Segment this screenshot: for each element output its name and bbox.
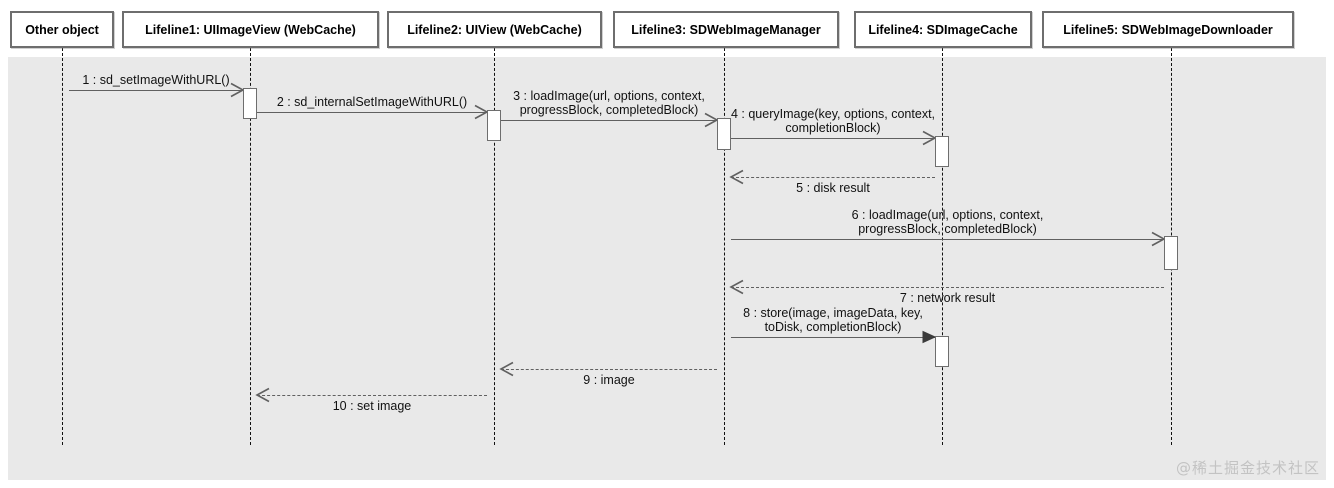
message-label-3: 3 : loadImage(url, options, context, pro… [513,89,705,117]
message-line-6[interactable] [731,239,1164,240]
lifeline-label: Lifeline2: UIView (WebCache) [407,22,582,37]
message-label-10: 10 : set image [332,399,412,413]
activation-bar-lifeline1[interactable] [243,88,257,119]
activation-bar-lifeline3[interactable] [717,118,731,150]
message-label-2: 2 : sd_internalSetImageWithURL() [276,95,468,109]
message-line-8[interactable] [731,337,935,338]
message-line-2[interactable] [257,112,487,113]
lifeline-header-lifeline1[interactable]: Lifeline1: UIImageView (WebCache) [122,11,379,48]
lifeline-header-lifeline3[interactable]: Lifeline3: SDWebImageManager [613,11,839,48]
message-label-7: 7 : network result [899,291,996,305]
message-label-6: 6 : loadImage(url, options, context, pro… [851,208,1044,236]
message-line-10[interactable] [257,395,487,396]
lifeline-label: Lifeline5: SDWebImageDownloader [1063,22,1273,37]
message-line-3[interactable] [501,120,717,121]
message-line-1[interactable] [69,90,243,91]
lifeline-label: Lifeline3: SDWebImageManager [631,22,821,37]
message-arrowhead-5 [729,169,744,185]
message-label-8: 8 : store(image, imageData, key, toDisk,… [743,306,923,334]
message-line-7[interactable] [731,287,1164,288]
lifeline-header-lifeline4[interactable]: Lifeline4: SDImageCache [854,11,1032,48]
lifeline-stem-lifeline2 [494,48,495,445]
message-label-9: 9 : image [583,373,635,387]
activation-bar-lifeline2[interactable] [487,110,501,141]
message-line-4[interactable] [731,138,935,139]
watermark: @稀土掘金技术社区 [1175,459,1320,477]
lifeline-stem-lifeline1 [250,48,251,445]
message-label-5: 5 : disk result [796,181,870,195]
activation-bar-lifeline5[interactable] [1164,236,1178,270]
message-label-4: 4 : queryImage(key, options, context, co… [730,107,936,135]
message-arrowhead-8 [922,330,937,344]
message-arrowhead-9 [499,361,514,377]
lifeline-label: Other object [25,22,99,37]
lifeline-label: Lifeline1: UIImageView (WebCache) [145,22,356,37]
message-arrowhead-7 [729,279,744,295]
activation-bar-lifeline4[interactable] [935,336,949,367]
lifeline-header-other[interactable]: Other object [10,11,114,48]
lifeline-stem-lifeline4 [942,48,943,445]
lifeline-header-lifeline2[interactable]: Lifeline2: UIView (WebCache) [387,11,602,48]
activation-bar-lifeline4[interactable] [935,136,949,167]
message-line-9[interactable] [501,369,717,370]
diagram-canvas [8,57,1326,480]
message-arrowhead-10 [255,387,270,403]
message-line-5[interactable] [731,177,935,178]
lifeline-label: Lifeline4: SDImageCache [868,22,1018,37]
message-label-1: 1 : sd_setImageWithURL() [82,73,230,87]
lifeline-stem-lifeline3 [724,48,725,445]
lifeline-header-lifeline5[interactable]: Lifeline5: SDWebImageDownloader [1042,11,1294,48]
lifeline-stem-other [62,48,63,445]
